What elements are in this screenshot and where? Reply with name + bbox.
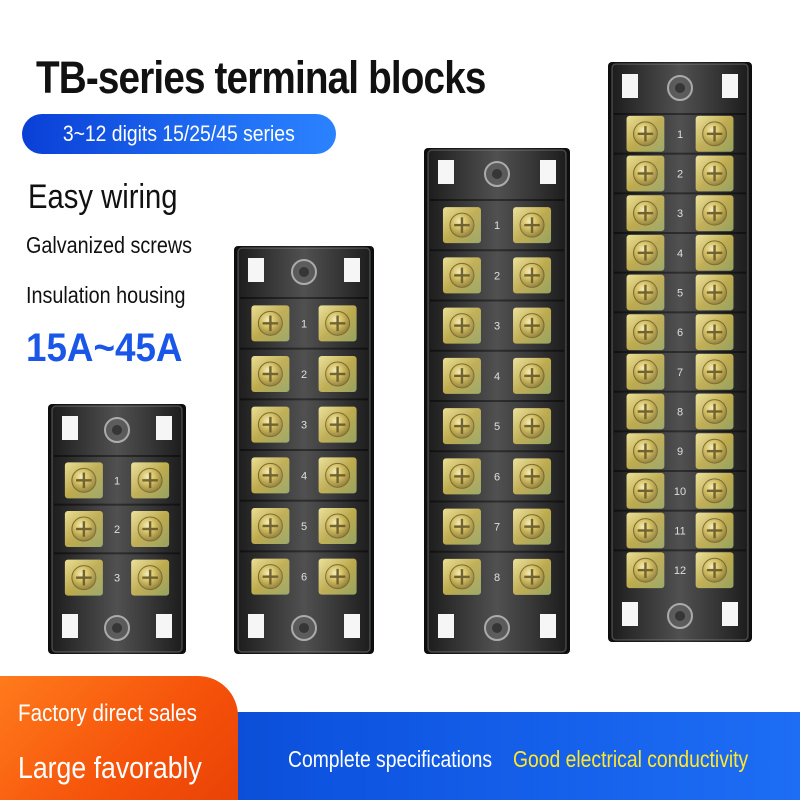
series-badge-label: 3~12 digits 15/25/45 series: [63, 121, 295, 146]
terminal-block-12: 123456789101112: [608, 62, 752, 642]
current-range-label: 15A~45A: [26, 326, 183, 370]
feature-insulation-housing: Insulation housing: [26, 282, 186, 308]
conductivity-label: Good electrical conductivity: [513, 746, 749, 772]
terminal-block-3: 123: [48, 404, 186, 654]
page-title: TB-series terminal blocks: [36, 52, 486, 103]
clear-cover: [51, 405, 183, 653]
large-favorably-label: Large favorably: [18, 750, 202, 785]
clear-cover: [237, 247, 371, 653]
series-badge: 3~12 digits 15/25/45 series: [22, 114, 336, 154]
factory-direct-label: Factory direct sales: [18, 700, 197, 727]
terminal-block-6: 123456: [234, 246, 374, 654]
footer-banner-orange: [0, 676, 238, 800]
complete-specs-label: Complete specifications: [288, 746, 493, 772]
terminal-block-8: 12345678: [424, 148, 570, 654]
clear-cover: [611, 63, 749, 641]
clear-cover: [427, 149, 567, 653]
feature-easy-wiring: Easy wiring: [28, 178, 178, 216]
feature-galvanized-screws: Galvanized screws: [26, 232, 193, 258]
